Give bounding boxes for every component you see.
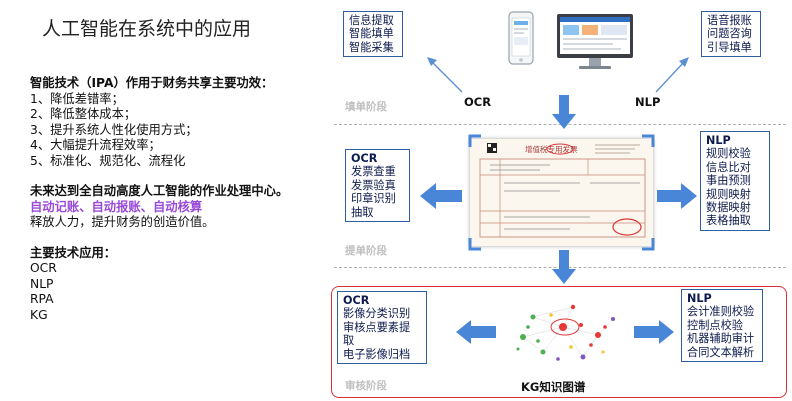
- tech-heading: 主要技术应用：: [30, 245, 117, 260]
- box-item: 问题咨询: [707, 27, 752, 41]
- box-item: 规则映射: [706, 187, 751, 201]
- box-item: 信息提取: [349, 14, 394, 27]
- benefits-panel: 智能技术（IPA）作用于财务共享主要功效： 1、降低差错率； 2、降低整体成本；…: [30, 76, 330, 323]
- tech-item: KG: [30, 307, 48, 322]
- stage-divider: [334, 124, 786, 125]
- benefit-item: 2、降低整体成本；: [30, 107, 137, 121]
- box-item: 电子影像归档: [343, 347, 411, 361]
- box-item: 抽取: [351, 205, 374, 219]
- future-highlight: 自动记账、自动报账、自动核算: [30, 199, 203, 214]
- right-arrow-mid: [657, 183, 697, 209]
- box-item: 表格抽取: [706, 214, 751, 228]
- nlp-label: NLP: [635, 95, 661, 109]
- box-item: 印章识别: [351, 192, 396, 206]
- ocr-label: OCR: [464, 95, 492, 109]
- kg-caption: KG知识图谱: [521, 380, 586, 394]
- box-item: 审核点要素提取: [343, 320, 411, 348]
- knowledge-graph-image: [516, 304, 615, 361]
- box-item: 会计准则校验: [687, 305, 755, 319]
- box-item: 数据映射: [706, 201, 751, 215]
- tech-item: NLP: [30, 276, 54, 291]
- box-item: 影像分类识别: [343, 307, 411, 321]
- box-item: 发票验真: [351, 178, 396, 192]
- tech-item: RPA: [30, 292, 54, 306]
- review-stage-frame: [331, 286, 787, 398]
- future-heading: 未来达到全自动高度人工智能的作业处理中心。: [30, 184, 289, 198]
- box-item: 合同文本解析: [687, 345, 755, 359]
- submit-stage-ocr-box: OCR 发票查重 发票验真 印章识别 抽取: [345, 149, 410, 223]
- box-title: NLP: [687, 292, 712, 305]
- fill-stage-nlp-box: 语音报账 问题咨询 引导填单: [701, 11, 761, 58]
- stage-fill-label: 填单阶段: [345, 101, 387, 113]
- tech-item: OCR: [30, 261, 57, 275]
- phone-icon: [508, 11, 534, 65]
- box-item: 事由预测: [706, 174, 751, 188]
- benefits-heading: 智能技术（IPA）作用于财务共享主要功效：: [30, 76, 274, 90]
- monitor-icon: [557, 14, 633, 69]
- benefit-item: 1、降低差错率；: [30, 91, 124, 106]
- submit-stage-nlp-box: NLP 规则校验 信息比对 事由预测 规则映射 数据映射 表格抽取: [700, 131, 770, 231]
- box-title: OCR: [343, 294, 370, 307]
- box-item: 信息比对: [706, 160, 751, 174]
- future-text: 释放人力，提升财务的创造价值。: [30, 215, 215, 229]
- invoice-image: 增值税专用发票: [470, 139, 653, 246]
- stage-review-label: 审核阶段: [345, 380, 387, 392]
- review-stage-ocr-box: OCR 影像分类识别 审核点要素提取 电子影像归档: [337, 291, 427, 365]
- box-title: NLP: [706, 134, 731, 147]
- stage-submit-label: 提单阶段: [345, 245, 387, 257]
- benefit-item: 5、标准化、规范化、流程化: [30, 153, 186, 168]
- fill-stage-ocr-box: 信息提取 智能填单 智能采集: [343, 11, 403, 58]
- box-item: 语音报账: [707, 14, 752, 27]
- page-title: 人工智能在系统中的应用: [42, 18, 252, 40]
- left-arrow-bottom: [456, 320, 496, 344]
- down-arrow-2: [552, 250, 576, 284]
- review-stage-nlp-box: NLP 会计准则校验 控制点校验 机器辅助审计 合同文本解析: [681, 289, 763, 363]
- invoice-title: 增值税专用发票: [525, 144, 578, 154]
- down-arrow-1: [552, 95, 576, 129]
- box-item: 规则校验: [706, 147, 751, 161]
- right-arrow-bottom: [634, 320, 674, 344]
- box-item: 发票查重: [351, 165, 396, 179]
- box-item: 引导填单: [707, 40, 752, 54]
- box-item: 智能采集: [349, 40, 394, 54]
- box-item: 控制点校验: [687, 318, 743, 332]
- benefit-item: 4、大幅提升流程效率；: [30, 138, 161, 152]
- benefit-item: 3、提升系统人性化使用方式；: [30, 122, 198, 137]
- devices-illustration: [508, 11, 633, 69]
- box-item: 机器辅助审计: [687, 332, 755, 346]
- box-item: 智能填单: [349, 27, 394, 41]
- left-arrow-mid: [420, 183, 462, 209]
- box-title: OCR: [351, 152, 378, 165]
